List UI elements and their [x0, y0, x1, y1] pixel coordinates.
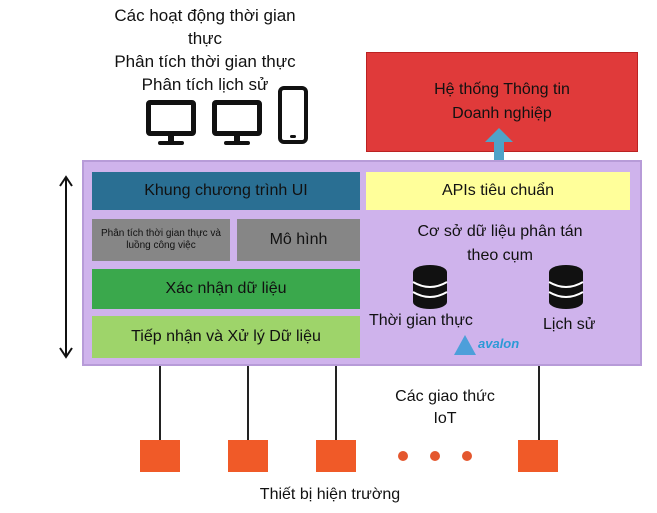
ellipsis-dot — [430, 451, 440, 461]
top-label-line4: Phân tích lịch sử — [141, 75, 269, 94]
db-realtime-label: Thời gian thực — [369, 312, 473, 329]
top-label-line3: Phân tích thời gian thực — [114, 52, 296, 71]
db-title-line1: Cơ sở dữ liệu phân tán — [417, 223, 583, 240]
model-box: Mô hình — [237, 219, 360, 261]
vertical-arrow-icon — [59, 175, 73, 359]
ui-framework-box: Khung chương trình UI — [92, 172, 360, 210]
db-title-line2: theo cụm — [467, 247, 533, 264]
realtime-workflow-box: Phân tích thời gian thực và luồng công v… — [92, 219, 230, 261]
ingest-box: Tiếp nhận và Xử lý Dữ liệu — [92, 316, 360, 358]
connector-line — [159, 366, 161, 440]
monitor-icon — [146, 100, 196, 148]
field-device-box — [518, 440, 558, 472]
avalon-logo: avalon — [478, 336, 520, 351]
enterprise-line2: Doanh nghiệp — [452, 105, 552, 122]
field-device-box — [140, 440, 180, 472]
field-devices-label: Thiết bị hiện trường — [259, 486, 401, 503]
iot-line2: IoT — [433, 410, 457, 427]
iot-line1: Các giao thức — [395, 388, 495, 405]
monitor-icon-2 — [212, 100, 262, 148]
database-icon-2 — [548, 265, 584, 309]
standard-apis-box: APIs tiêu chuẩn — [366, 172, 630, 210]
enterprise-line1: Hệ thống Thông tin — [434, 81, 570, 98]
data-validation-box: Xác nhận dữ liệu — [92, 269, 360, 309]
top-labels: Các hoạt động thời gian thực Phân tích t… — [60, 4, 350, 96]
db-history-label: Lịch sử — [543, 316, 596, 333]
distributed-db-title: Cơ sở dữ liệu phân tán theo cụm — [390, 220, 610, 268]
field-device-box — [316, 440, 356, 472]
phone-icon — [278, 86, 308, 144]
connector-line — [538, 366, 540, 440]
connector-line — [335, 366, 337, 440]
database-icon — [412, 265, 448, 309]
top-label-line2: thực — [187, 29, 223, 48]
ellipsis-dot — [462, 451, 472, 461]
field-device-box — [228, 440, 268, 472]
top-label-line1: Các hoạt động thời gian — [114, 6, 296, 25]
connector-line — [247, 366, 249, 440]
iot-protocols-label: Các giao thức IoT — [370, 386, 520, 430]
ellipsis-dot — [398, 451, 408, 461]
